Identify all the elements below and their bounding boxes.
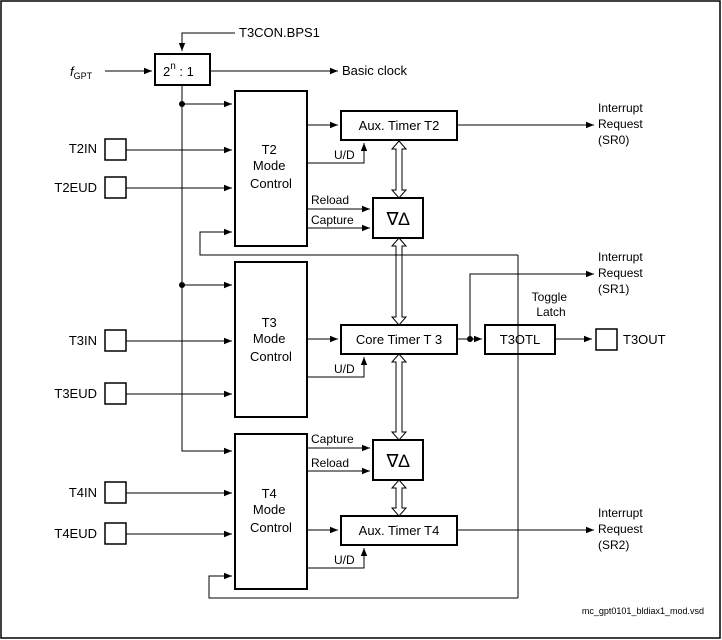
clock-bus-line [181,85,232,452]
bus-arrow-bottom-t4 [390,479,408,517]
t2-ud-wire [307,143,368,164]
t4-ud-wire [307,548,368,569]
irq-sr0-label: Interrupt Request (SR0) [598,101,646,147]
t3out-pin [595,328,618,351]
t2-mode-control-label: T2 Mode Control [250,142,292,191]
t3otl-label: T3OTL [500,332,540,347]
t4-ud-label: U/D [334,553,355,567]
t3-ud-label: U/D [334,362,355,376]
toggle-latch-label: Toggle Latch [532,290,571,319]
t2-capture-label: Capture [311,213,354,227]
t3-ud-wire [307,357,368,378]
updown-unit-top-symbol: ∇∆ [385,209,409,229]
t2eud-pin [104,176,127,199]
t2eud-label: T2EUD [54,180,97,195]
updown-unit-bottom [372,439,424,481]
basic-clock-label: Basic clock [342,63,408,78]
t3in-pin [104,329,127,352]
core-timer-t3-label: Core Timer T 3 [356,332,442,347]
t3eud-label: T3EUD [54,386,97,401]
t3-mode-control-label: T3 Mode Control [250,315,292,364]
t3in-label: T3IN [69,333,97,348]
t3otl-box [484,324,556,355]
sr1-wire [469,270,594,339]
aux-timer-t2-box [340,110,458,141]
t2in-label: T2IN [69,141,97,156]
aux-timer-t2-label: Aux. Timer T2 [359,118,440,133]
feedback-to-t4-wire [208,572,518,599]
file-name-footer: mc_gpt0101_bldiax1_mod.vsd [582,606,704,616]
t4-mode-control-block [234,433,308,590]
t4in-label: T4IN [69,485,97,500]
t4eud-label: T4EUD [54,526,97,541]
t4-mode-control-label: T4 Mode Control [250,486,292,535]
t4eud-pin [104,522,127,545]
aux-timer-t4-label: Aux. Timer T4 [359,523,440,538]
irq-sr2-label: Interrupt Request (SR2) [598,506,646,552]
bus-arrow-top-core [390,237,408,326]
fgpt-label: fGPT [70,64,93,81]
t3eud-pin [104,382,127,405]
t4-capture-label: Capture [311,432,354,446]
t2-ud-label: U/D [334,148,355,162]
t2-mode-control-block [234,90,308,247]
t2in-pin [104,138,127,161]
t4-reload-label: Reload [311,456,349,470]
t2-reload-label: Reload [311,193,349,207]
updown-unit-top [372,197,424,239]
bus-arrow-t2-top [390,140,408,199]
feedback-to-t2-wire [199,228,518,256]
core-output-junction [467,336,473,342]
bus-arrow-core-bottom [390,353,408,441]
t3con-bps1-label: T3CON.BPS1 [239,25,320,40]
t4in-pin [104,481,127,504]
updown-unit-bottom-symbol: ∇∆ [385,451,409,471]
t3out-label: T3OUT [623,332,666,347]
prescaler-label: 2n : 1 [163,61,194,79]
t3-mode-control-block [234,261,308,418]
irq-sr1-label: Interrupt Request (SR1) [598,250,646,296]
bps1-wire [178,32,235,51]
